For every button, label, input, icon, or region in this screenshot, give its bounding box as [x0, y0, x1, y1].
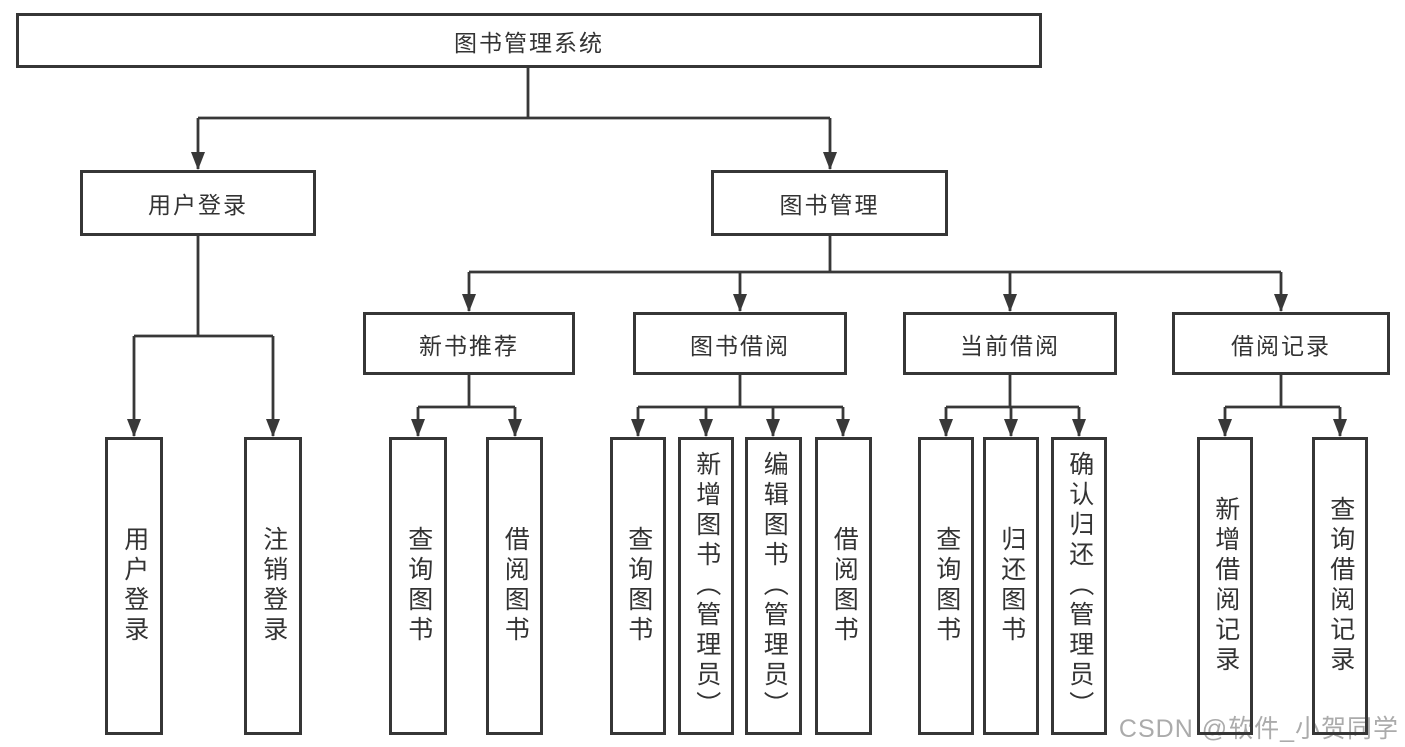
leaf-query-books-current: 查询图书	[918, 437, 974, 735]
leaf-label: 借阅图书	[830, 526, 859, 646]
node-book-borrow: 图书借阅	[633, 312, 847, 375]
node-label: 图书管理	[779, 192, 880, 218]
leaf-query-borrow-record: 查询借阅记录	[1312, 437, 1368, 735]
leaf-query-books-borrow: 查询图书	[610, 437, 666, 735]
node-label: 当前借阅	[960, 332, 1060, 359]
node-borrow-records: 借阅记录	[1172, 312, 1390, 375]
leaf-logout: 注销登录	[244, 437, 302, 735]
leaf-label: 新增图书（管理员）	[692, 451, 721, 721]
leaf-user-login: 用户登录	[105, 437, 163, 735]
leaf-label: 查询借阅记录	[1326, 496, 1355, 676]
node-root: 图书管理系统	[16, 13, 1042, 68]
leaf-query-books-recommend: 查询图书	[389, 437, 447, 735]
leaf-label: 查询图书	[932, 526, 961, 646]
node-new-book-recommend: 新书推荐	[363, 312, 575, 375]
leaf-label: 编辑图书（管理员）	[760, 451, 789, 721]
leaf-label: 归还图书	[997, 526, 1026, 646]
node-user-login: 用户登录	[80, 170, 316, 236]
node-label: 新书推荐	[419, 332, 519, 359]
leaf-label: 用户登录	[120, 526, 149, 646]
node-label: 图书借阅	[690, 332, 790, 359]
leaf-borrow-books-recommend: 借阅图书	[486, 437, 543, 735]
leaf-add-book-admin: 新增图书（管理员）	[678, 437, 734, 735]
csdn-watermark: CSDN @软件_小贺同学	[1118, 715, 1399, 743]
leaf-label: 确认归还（管理员）	[1065, 451, 1094, 721]
leaf-label: 注销登录	[259, 526, 288, 646]
node-label: 借阅记录	[1231, 332, 1331, 359]
leaf-label: 新增借阅记录	[1211, 496, 1240, 676]
leaf-borrow-books: 借阅图书	[815, 437, 872, 735]
node-current-borrow: 当前借阅	[903, 312, 1117, 375]
leaf-confirm-return-admin: 确认归还（管理员）	[1051, 437, 1107, 735]
leaf-label: 查询图书	[624, 526, 653, 646]
leaf-label: 查询图书	[404, 526, 433, 646]
node-book-management: 图书管理	[711, 170, 948, 236]
leaf-label: 借阅图书	[501, 526, 530, 646]
leaf-return-books: 归还图书	[983, 437, 1039, 735]
leaf-edit-book-admin: 编辑图书（管理员）	[745, 437, 802, 735]
node-label: 图书管理系统	[454, 29, 604, 56]
node-label: 用户登录	[148, 192, 248, 218]
leaf-add-borrow-record: 新增借阅记录	[1197, 437, 1253, 735]
